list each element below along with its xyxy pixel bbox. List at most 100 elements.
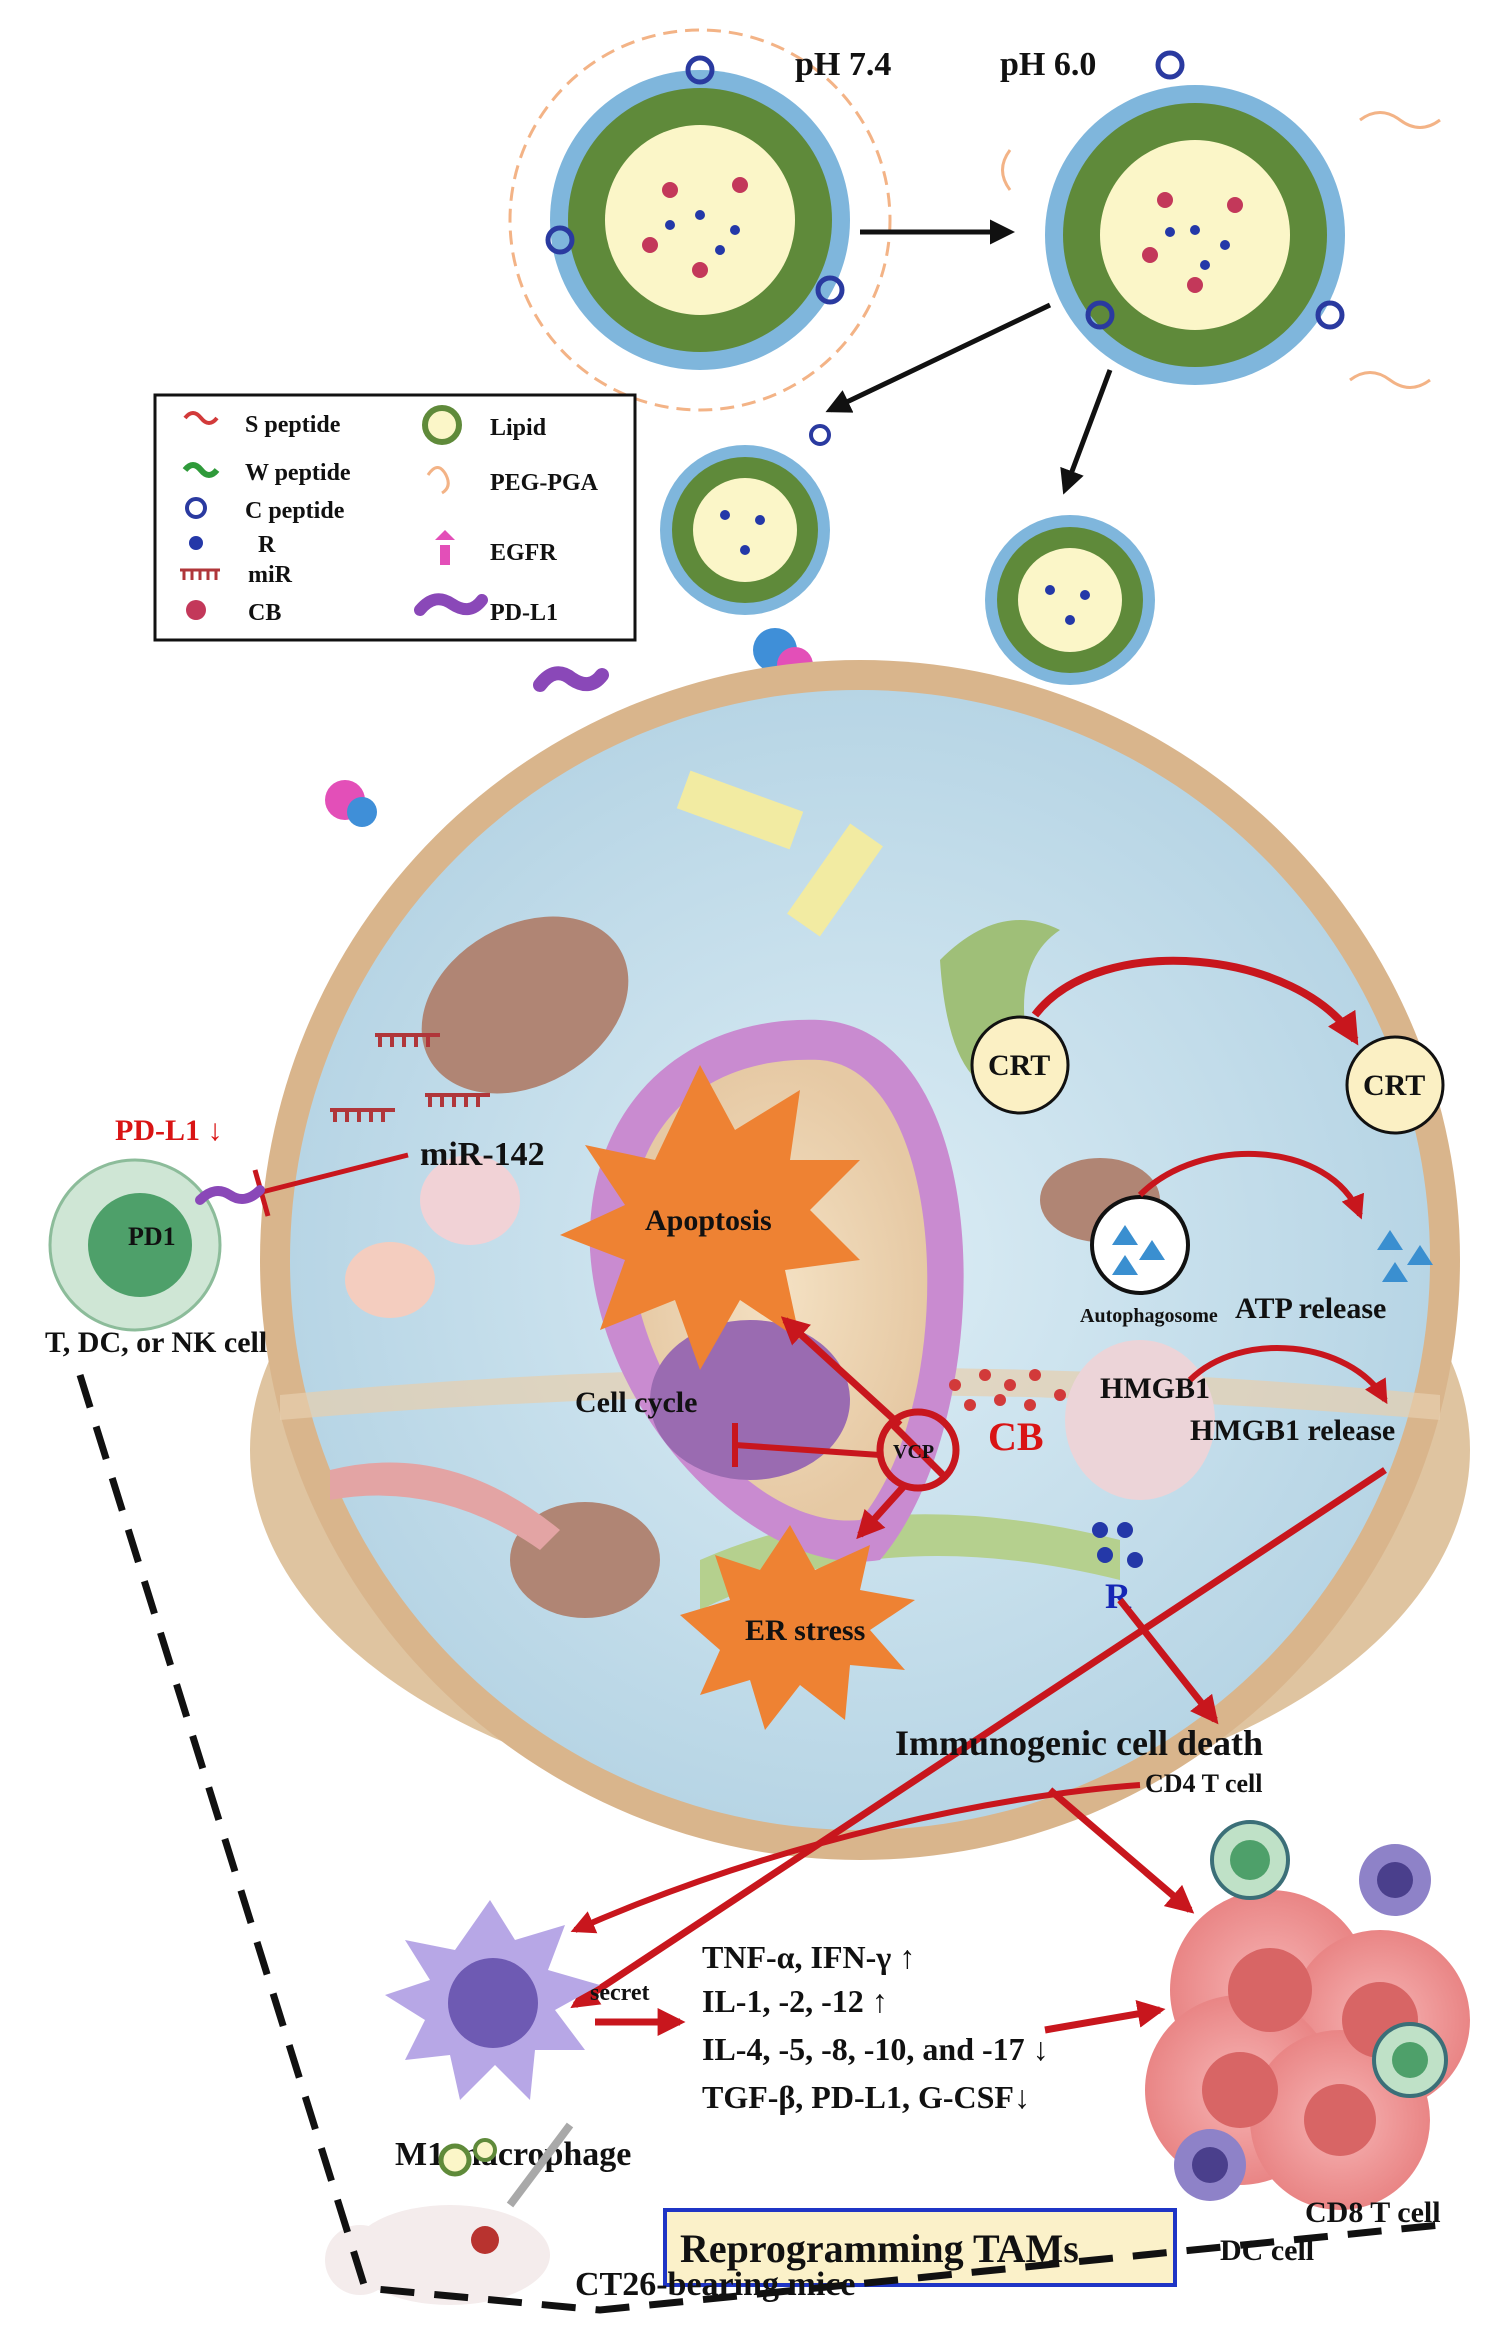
- legend-peg-pga: PEG-PGA: [490, 470, 599, 496]
- hmgb1-release-label: HMGB1 release: [1190, 1414, 1395, 1447]
- reprogramming-label: Reprogramming TAMs: [680, 2226, 1079, 2271]
- atp-release-arrow: [1137, 1150, 1364, 1220]
- w-peptide-icon: [182, 462, 220, 478]
- atp-released: [1377, 1230, 1433, 1282]
- mir-duplexes: [330, 1033, 490, 1122]
- cd8-t-cell: [1372, 2022, 1448, 2098]
- nanoparticle-small-left: [660, 424, 831, 615]
- pd1-label: PD1: [128, 1222, 176, 1251]
- cytokine-line-1: TNF-α, IFN-γ ↑: [702, 1939, 915, 1975]
- hmgb1-release-arrow: [1187, 1344, 1388, 1405]
- crt-inner-label: CRT: [988, 1049, 1050, 1082]
- syringe-icon: [506, 2122, 574, 2208]
- mitochondrion-1: [421, 916, 629, 1094]
- vesicle-2: [345, 1242, 435, 1318]
- nanoparticle-small-right: [985, 515, 1155, 685]
- cytokine-to-tumor-arrow: [1044, 2000, 1166, 2034]
- atp-triangle-2: [1139, 1240, 1165, 1260]
- atp-release-label: ATP release: [1235, 1292, 1386, 1325]
- ph-neutral-label: pH 7.4: [795, 46, 891, 83]
- pd1-pd-l1-binding: [195, 1185, 265, 1205]
- effector-cell: [48, 1158, 222, 1332]
- vcp-to-apoptosis-arrow: [780, 1316, 903, 1428]
- legend-c-peptide: C peptide: [245, 498, 345, 524]
- legend-cb: CB: [248, 600, 281, 626]
- vcp-to-er-stress-arrow: [856, 1482, 908, 1540]
- cd8-label: CD8 T cell: [1305, 2196, 1441, 2229]
- lipid-icon: [422, 405, 462, 445]
- vesicle-1: [420, 1155, 520, 1245]
- icd-to-tumor-arrow: [1047, 1787, 1195, 1914]
- crt-translocation-arrow: [1031, 956, 1359, 1046]
- cell-cycle-inhibition-line: [734, 1442, 881, 1458]
- secret-label: secret: [590, 1980, 650, 2006]
- pd-l1-icon: [414, 593, 488, 616]
- s-peptide-icon: [183, 411, 219, 425]
- autophagosome-circle: [1090, 1195, 1190, 1295]
- mir-icon: [180, 568, 220, 580]
- hmgb1-to-macrophage-arrow: [570, 1467, 1387, 2009]
- crt-outer-circle: [1345, 1035, 1445, 1135]
- c-peptide-icon: [185, 497, 207, 519]
- cd4-t-cell: [1210, 1820, 1290, 1900]
- ct26-mouse: [325, 2122, 574, 2305]
- dc-cell-top: [1359, 1844, 1431, 1916]
- cb-label: CB: [988, 1414, 1044, 1459]
- split-arrow-right: [1060, 369, 1113, 495]
- nanoparticle-ph60: [1001, 50, 1441, 389]
- cb-dots: [949, 1369, 1066, 1411]
- split-arrow-left: [825, 302, 1052, 413]
- legend-w-peptide: W peptide: [245, 460, 351, 486]
- pd-l1-down-label: PD-L1 ↓: [115, 1114, 223, 1147]
- cytokine-line-2: IL-1, -2, -12 ↑: [702, 1983, 888, 2019]
- vcp-label: VCP: [893, 1441, 934, 1463]
- cd4-label: CD4 T cell: [1145, 1769, 1262, 1798]
- vcp-target: [876, 1408, 960, 1492]
- egfr-receptor-left: [325, 780, 377, 827]
- effector-cell-label: T, DC, or NK cell: [45, 1326, 267, 1359]
- crt-outer-label: CRT: [1363, 1069, 1425, 1102]
- golgi: [940, 920, 1060, 1095]
- m1-macrophage: [385, 1900, 600, 2100]
- r-dots: [1092, 1522, 1143, 1568]
- vesicle-3: [1065, 1340, 1215, 1500]
- er-stress-starburst: [680, 1525, 915, 1730]
- vcp-inhibition-slash: [889, 1421, 947, 1479]
- peg-pga-icon: [426, 466, 450, 495]
- dc-cell-bottom: [1174, 2129, 1246, 2201]
- autophagosome-label: Autophagosome: [1080, 1305, 1218, 1327]
- legend-mir: miR: [248, 562, 293, 588]
- m1-label: M1 macrophage: [395, 2136, 631, 2173]
- pd-l1-receptor: [533, 666, 609, 692]
- centriole-1: [676, 770, 804, 850]
- legend-box: S peptide W peptide C peptide R miR CB L…: [153, 393, 637, 642]
- cytokine-line-3: IL-4, -5, -8, -10, and -17 ↓: [702, 2031, 1049, 2067]
- apoptosis-label: Apoptosis: [645, 1204, 772, 1237]
- legend-r: R: [258, 532, 276, 558]
- legend-egfr: EGFR: [490, 540, 557, 566]
- cytokine-line-4: TGF-β, PD-L1, G-CSF↓: [702, 2079, 1030, 2115]
- rough-er: [330, 1462, 560, 1550]
- legend-pd-l1: PD-L1: [490, 600, 558, 626]
- ph-acidic-label: pH 6.0: [1000, 46, 1096, 83]
- peg-pga-shell: [508, 28, 892, 412]
- icd-label: Immunogenic cell death: [895, 1723, 1263, 1763]
- mir142-inhibition-line: [261, 1152, 409, 1195]
- nanoparticle-ph74: [508, 28, 892, 412]
- centriole-2: [787, 823, 883, 937]
- legend-lipid: Lipid: [490, 415, 547, 441]
- mir142-label: miR-142: [420, 1136, 545, 1173]
- reprogramming-box: [663, 2208, 1177, 2287]
- egfr-icon: [435, 530, 455, 565]
- apoptosis-starburst: [560, 1065, 860, 1370]
- r-icon: [189, 536, 203, 550]
- atp-triangle-3: [1112, 1255, 1138, 1275]
- atp-triangle-1: [1112, 1225, 1138, 1245]
- crt-inner-circle: [970, 1015, 1070, 1115]
- cd4-to-macrophage-arrow: [570, 1782, 1141, 1934]
- legend-s-peptide: S peptide: [245, 412, 341, 438]
- r-to-icd-arrow: [1117, 1597, 1219, 1725]
- er-stress-label: ER stress: [745, 1614, 865, 1647]
- cell-cycle-label: Cell cycle: [575, 1386, 697, 1419]
